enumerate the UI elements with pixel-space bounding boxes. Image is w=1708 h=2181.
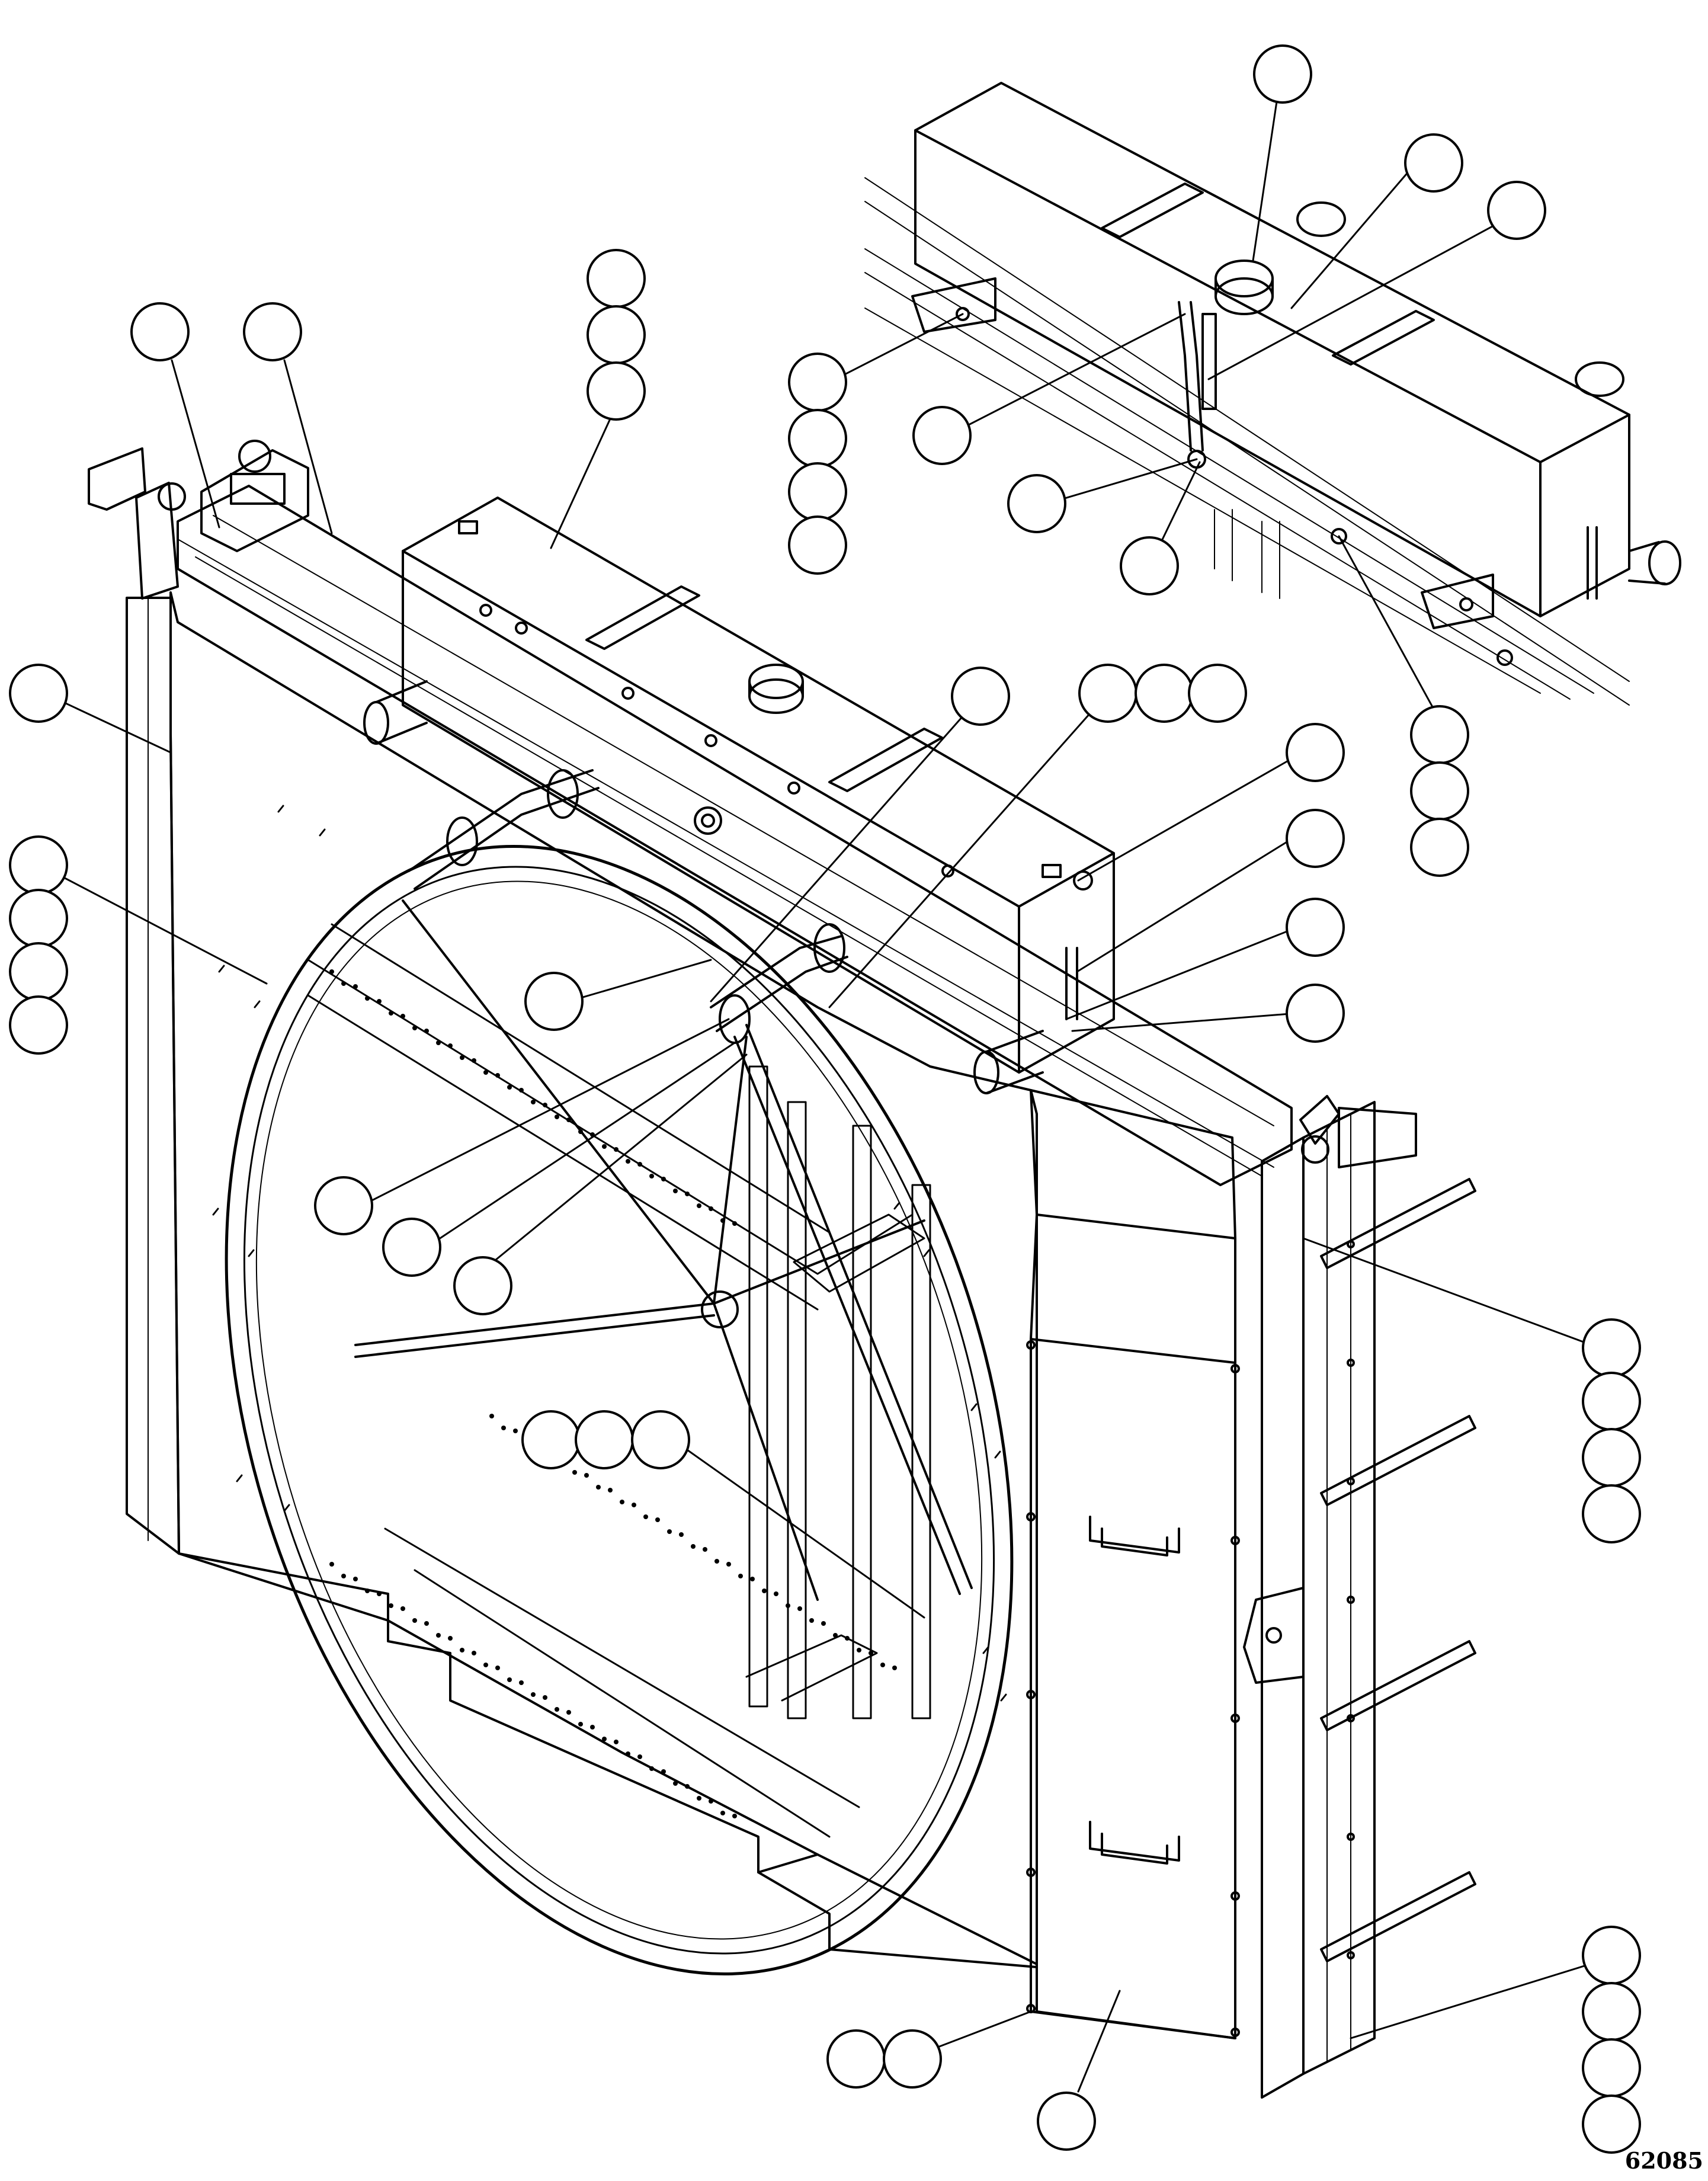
callout-balloon <box>883 2029 942 2089</box>
core-internal-panels <box>307 923 931 1838</box>
callout-balloon <box>912 406 972 465</box>
callout-balloon <box>1253 44 1312 104</box>
callout-balloon <box>1582 1484 1641 1543</box>
callout-balloon <box>1404 133 1463 193</box>
callout-balloon <box>521 1410 581 1469</box>
callout-balloon <box>1582 1372 1641 1431</box>
callout-balloon <box>1286 723 1345 782</box>
callout-balloon <box>9 942 68 1001</box>
callout-balloon <box>1286 984 1345 1043</box>
callout-balloon <box>1286 898 1345 957</box>
callout-balloon <box>788 515 847 575</box>
top-header-rails <box>177 440 1293 1186</box>
callout-balloon <box>9 664 68 723</box>
callout-balloons <box>9 44 1641 2154</box>
callout-balloon <box>1120 536 1179 595</box>
callout-balloon <box>1582 1982 1641 2041</box>
callout-balloon <box>9 995 68 1055</box>
callout-balloon <box>1286 809 1345 868</box>
callout-balloon <box>788 353 847 412</box>
callout-balloon <box>9 889 68 948</box>
figure-id-label: 62085 <box>1624 2147 1703 2174</box>
side-shroud <box>1026 1089 1240 2039</box>
callout-balloon <box>788 462 847 521</box>
core-rivets <box>212 805 1007 1702</box>
callout-balloon <box>382 1218 441 1277</box>
inset-tank-detail <box>864 82 1681 706</box>
callout-balloon <box>587 249 646 308</box>
callout-balloon <box>1007 474 1066 533</box>
callout-balloon <box>1410 761 1469 821</box>
callout-balloon <box>951 667 1010 726</box>
callout-balloon <box>524 972 584 1031</box>
callout-balloon <box>1037 2092 1096 2151</box>
callout-balloon <box>631 1410 690 1469</box>
leader-lines <box>56 81 1601 2093</box>
top-tank <box>363 497 1115 1094</box>
callout-balloon <box>9 835 68 895</box>
callout-balloon <box>1410 705 1469 764</box>
callout-balloon <box>1487 181 1546 240</box>
callout-balloon <box>453 1256 512 1315</box>
callout-balloon <box>1078 664 1137 723</box>
callout-balloon <box>1582 2094 1641 2154</box>
callout-balloon <box>575 1410 634 1469</box>
callout-balloon <box>243 302 302 361</box>
callout-balloon <box>1582 1428 1641 1487</box>
callout-balloon <box>1582 2038 1641 2097</box>
callout-balloon <box>130 302 190 361</box>
callout-balloon <box>1188 664 1247 723</box>
fan-guard <box>225 769 1014 1976</box>
callout-balloon <box>314 1176 373 1235</box>
right-frame-straps <box>1243 1095 1476 2099</box>
callout-balloon <box>826 2029 886 2089</box>
callout-balloon <box>587 305 646 364</box>
callout-balloon <box>788 409 847 468</box>
callout-balloon <box>587 361 646 421</box>
callout-balloon <box>1582 1926 1641 1985</box>
perforation-pattern <box>329 969 897 1818</box>
callout-balloon <box>1582 1318 1641 1378</box>
callout-balloon <box>1410 818 1469 877</box>
callout-balloon <box>1135 664 1194 723</box>
